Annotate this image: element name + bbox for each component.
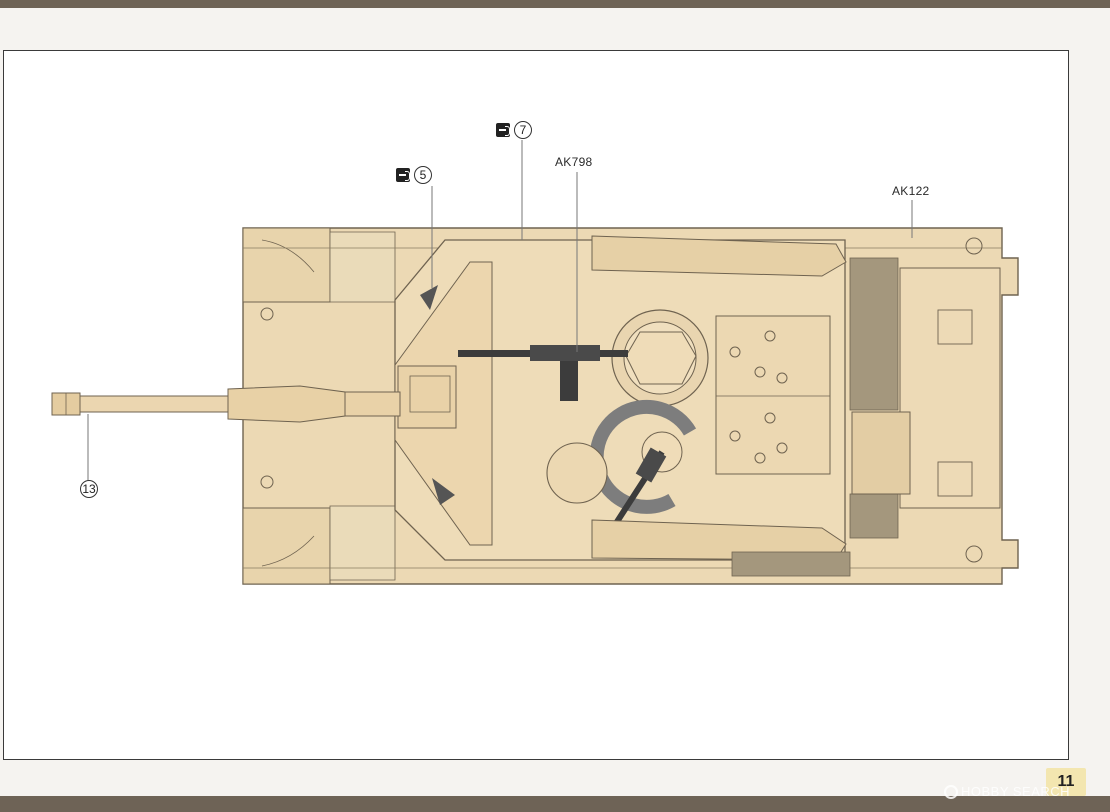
mesh-grille-bottom (849, 493, 899, 539)
step-number: 5 (414, 166, 432, 184)
hobby-search-logo-icon (944, 784, 958, 799)
upper-stowage-rack (591, 235, 847, 277)
ak122-label: AK122 (892, 184, 930, 198)
cement-icon (396, 168, 410, 182)
bore-evacuator (227, 385, 346, 423)
step-7-callout: 7 (496, 121, 532, 139)
loader-ring (589, 399, 697, 514)
step-5-callout: 5 (396, 166, 432, 184)
round-hatch (546, 442, 608, 504)
engine-deck (715, 315, 831, 475)
bottom-band (0, 796, 1110, 812)
rear-deck (899, 267, 1001, 509)
mesh-grille-top (849, 257, 899, 411)
watermark: HOBBY SEARCH (944, 784, 1070, 799)
step-13-callout: 13 (80, 480, 98, 498)
right-front-fender (242, 507, 331, 585)
page-number: 11 (1046, 768, 1086, 796)
step-number: 7 (514, 121, 532, 139)
left-front-fender (242, 227, 331, 303)
watermark-text: HOBBY SEARCH (961, 784, 1071, 799)
cupola-machine-gun (458, 345, 628, 401)
ak798-label: AK798 (555, 155, 593, 169)
cement-icon (496, 123, 510, 137)
step-number: 13 (80, 480, 98, 498)
top-band (0, 0, 1110, 8)
gun-barrel (77, 395, 231, 413)
